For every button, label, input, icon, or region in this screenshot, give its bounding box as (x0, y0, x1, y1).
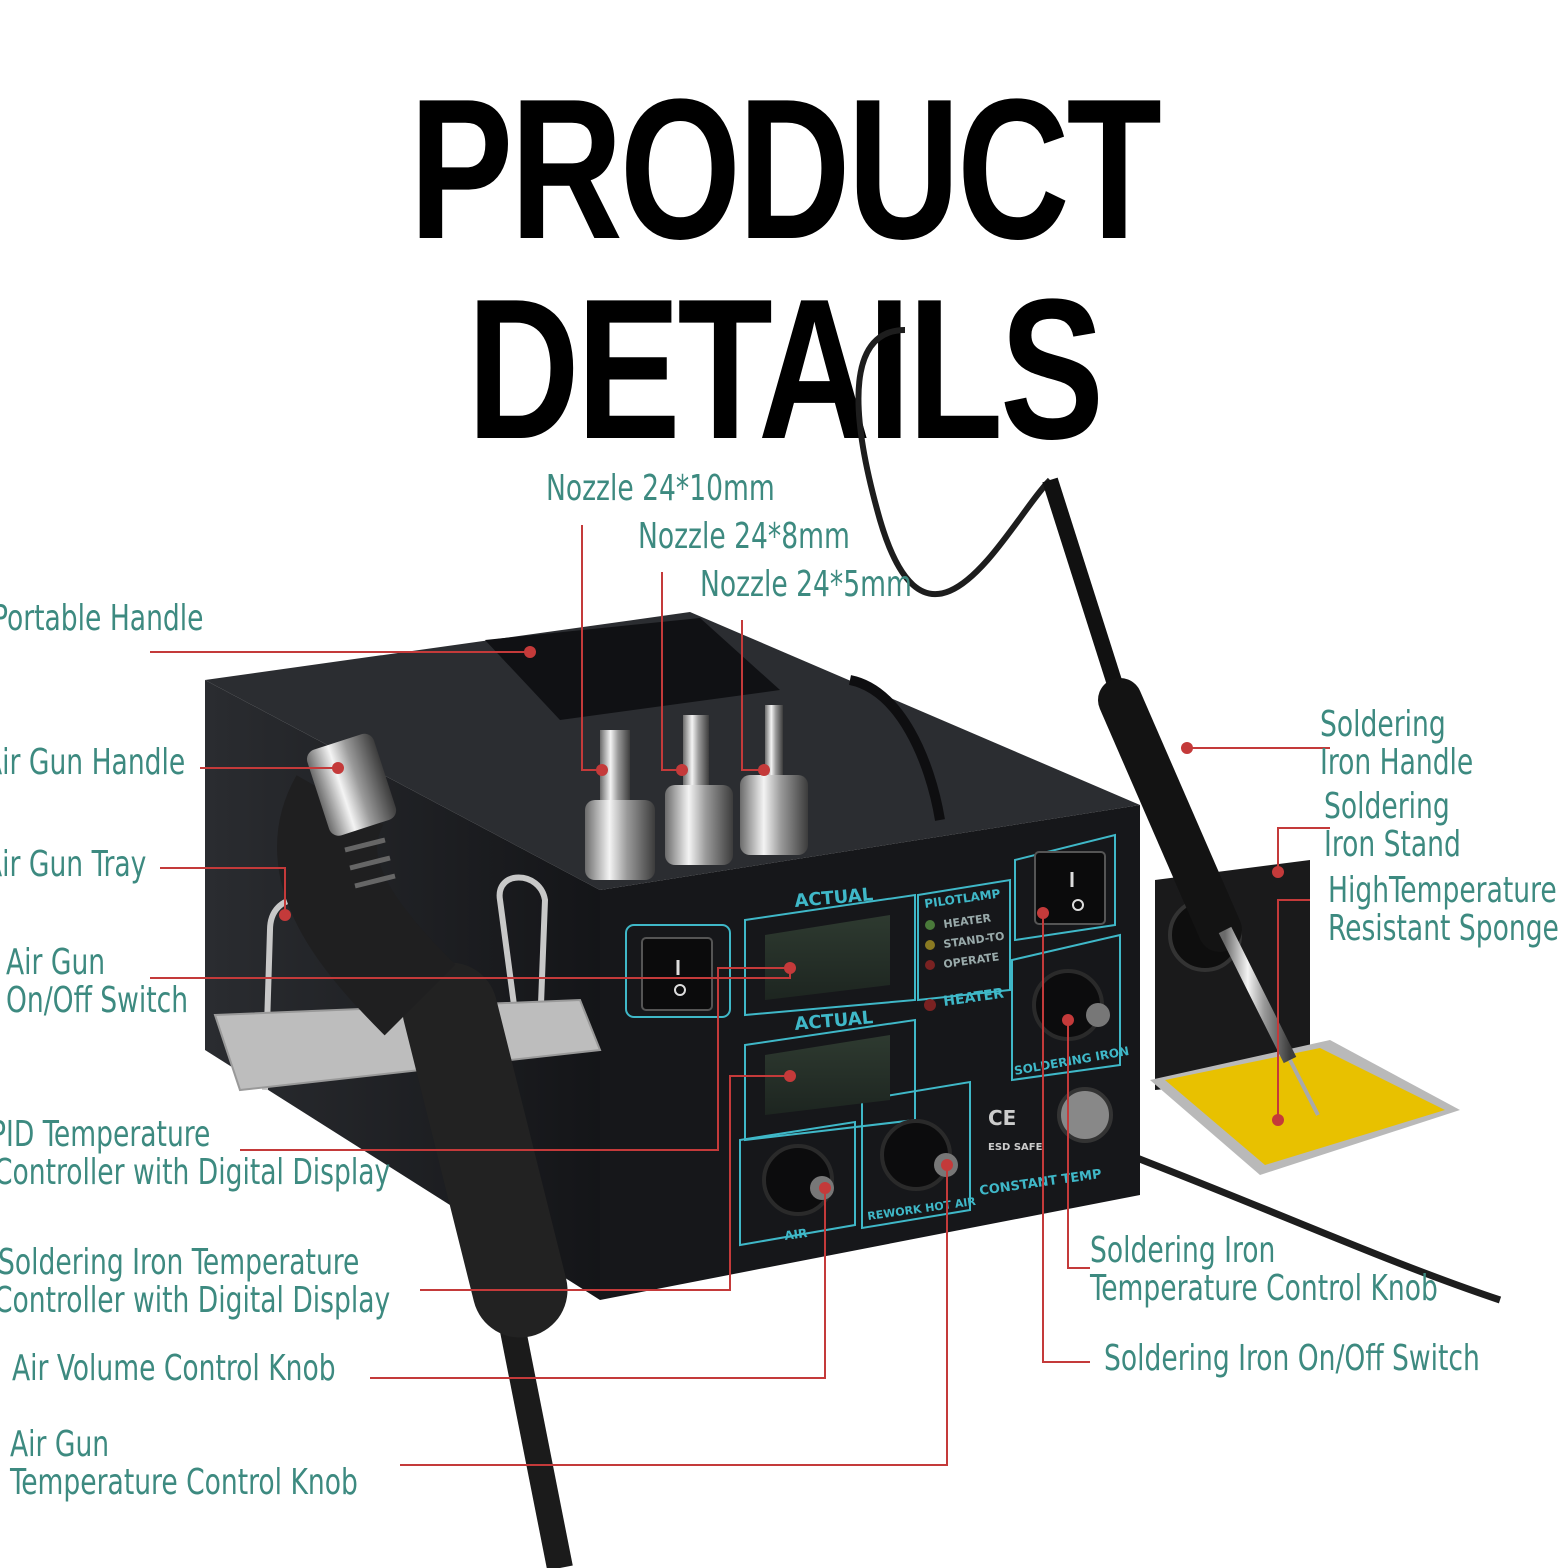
nozzle-5-label: Nozzle 24*5mm (700, 564, 912, 605)
air-gun-switch-label-1: Air Gun (6, 942, 106, 983)
iron-controller-label-2: Controller with Digital Display (0, 1280, 391, 1321)
air-temp-knob[interactable] (880, 1119, 958, 1191)
air-gun-switch-label-2: On/Off Switch (6, 980, 189, 1021)
sponge (1165, 1048, 1445, 1165)
top-cable-loop (848, 675, 945, 821)
air-temp-knob-label-2: Temperature Control Knob (10, 1462, 358, 1503)
iron-temp-knob-label-1: Soldering Iron (1090, 1230, 1276, 1271)
iron-display (765, 1035, 890, 1115)
iron-socket (1057, 1087, 1113, 1143)
pid-display (765, 915, 890, 1000)
pid-controller-label-1: PID Temperature (0, 1114, 211, 1155)
leader-dots (279, 646, 1284, 1194)
iron-handle-label-2: Iron Handle (1320, 742, 1474, 783)
iron-stand-label-2: Iron Stand (1324, 824, 1461, 865)
operate-lamp (925, 960, 935, 970)
sponge-label-2: Resistant Sponge (1328, 908, 1559, 949)
page-title: PRODUCT DETAILS (409, 58, 1162, 481)
air-gun-handle-label: Air Gun Handle (0, 742, 186, 783)
iron-stand-label-1: Soldering (1324, 786, 1450, 827)
air-gun-switch[interactable] (641, 937, 713, 1011)
soldering-iron[interactable] (1042, 477, 1320, 1116)
standby-lamp (925, 940, 935, 950)
iron-controller-label-1: Soldering Iron Temperature (0, 1242, 360, 1283)
air-label: AIR (783, 1226, 808, 1243)
device-top (205, 612, 1140, 890)
leader-lines (150, 525, 1330, 1466)
iron-cable-lower (1088, 1136, 1502, 1304)
heater-lamp (925, 920, 935, 930)
nozzle-24x5 (740, 705, 808, 855)
iron-temp-knob-label-2: Temperature Control Knob (1090, 1268, 1438, 1309)
iron-switch-label: Soldering Iron On/Off Switch (1104, 1338, 1480, 1379)
heater-lamp-2 (924, 999, 936, 1011)
air-gun-tray-label: Air Gun Tray (0, 844, 147, 885)
iron-switch[interactable] (1034, 851, 1106, 925)
pid-controller-label-2: Controller with Digital Display (0, 1152, 391, 1193)
air-volume-knob-label: Air Volume Control Knob (12, 1348, 336, 1389)
nozzle-10-label: Nozzle 24*10mm (546, 468, 775, 509)
portable-handle-label: Portable Handle (0, 598, 204, 639)
nozzle-24x8 (665, 715, 733, 865)
ce-mark: CE (988, 1106, 1016, 1130)
esd-safe-mark: ESD SAFE (988, 1142, 1043, 1153)
nozzle-8-label: Nozzle 24*8mm (638, 516, 850, 557)
air-temp-knob-label-1: Air Gun (10, 1424, 110, 1465)
portable-handle (485, 618, 780, 720)
air-volume-knob[interactable] (762, 1144, 834, 1216)
sponge-label-1: HighTemperature (1328, 870, 1557, 911)
iron-cable (855, 327, 1053, 598)
iron-handle-label-1: Soldering (1320, 704, 1446, 745)
